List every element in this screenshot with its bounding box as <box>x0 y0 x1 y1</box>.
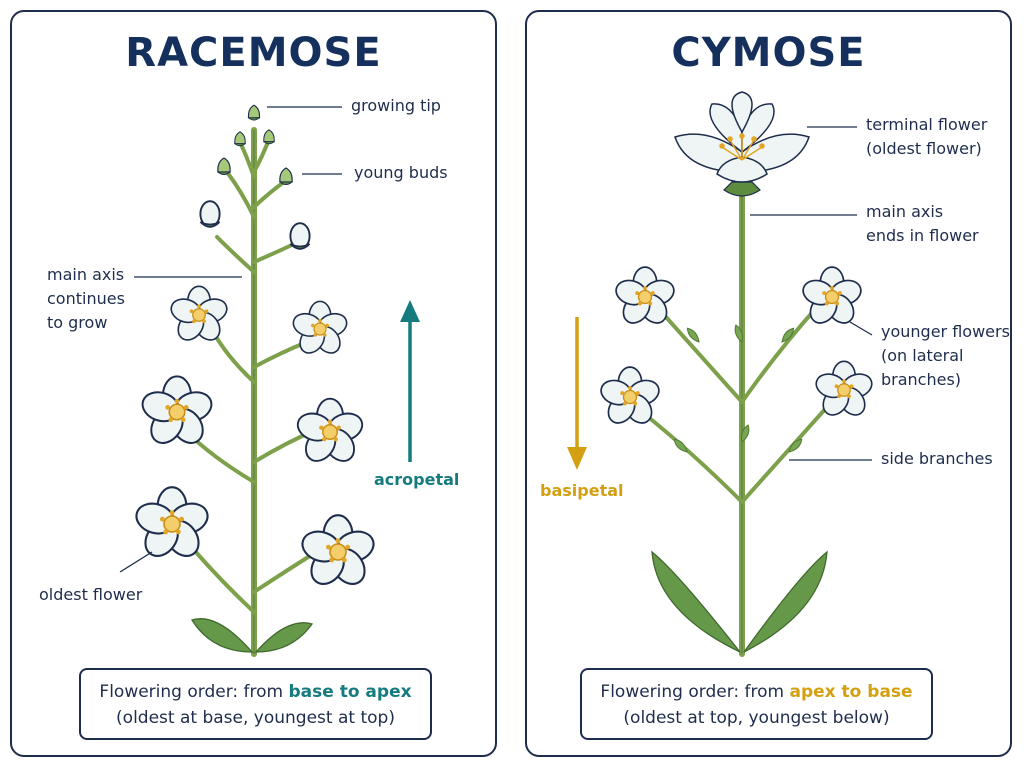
racemose-order-line: Flowering order: from base to apex <box>81 679 430 705</box>
cymose-panel: CYMOSE <box>525 10 1012 757</box>
racemose-panel: RACEMOSE <box>10 10 497 757</box>
cymose-terminal-flower <box>674 91 810 197</box>
racemose-order-box: Flowering order: from base to apex (olde… <box>79 668 432 740</box>
label-main-axis-ends: main axis ends in flower <box>866 202 979 245</box>
cymose-lateral-flowers <box>597 266 876 429</box>
racemose-illustration <box>119 104 420 657</box>
cymose-branches <box>640 305 829 504</box>
racemose-order-highlight: base to apex <box>288 682 412 702</box>
label-oldest-flower: oldest flower <box>39 585 143 604</box>
label-side-branches: side branches <box>881 449 993 468</box>
label-terminal-flower: terminal flower (oldest flower) <box>866 115 988 158</box>
racemose-order-prefix: Flowering order: from <box>99 682 289 702</box>
cymose-order-highlight: apex to base <box>789 682 913 702</box>
label-basipetal: basipetal <box>540 481 624 500</box>
racemose-order-detail: (oldest at base, youngest at top) <box>116 708 395 728</box>
cymose-order-line: Flowering order: from apex to base <box>582 679 931 705</box>
cymose-order-detail: (oldest at top, youngest below) <box>623 708 890 728</box>
label-young-buds: young buds <box>354 163 448 182</box>
label-growing-tip: growing tip <box>351 96 441 115</box>
label-younger-flowers: younger flowers (on lateral branches) <box>881 322 1010 389</box>
label-acropetal: acropetal <box>374 470 460 489</box>
cymose-illustration <box>567 91 876 657</box>
cymose-title: CYMOSE <box>671 30 866 76</box>
label-main-axis-continues: main axis continues to grow <box>47 265 125 332</box>
racemose-title: RACEMOSE <box>125 30 382 76</box>
cymose-order-box: Flowering order: from apex to base (olde… <box>580 668 933 740</box>
cymose-order-prefix: Flowering order: from <box>600 682 790 702</box>
